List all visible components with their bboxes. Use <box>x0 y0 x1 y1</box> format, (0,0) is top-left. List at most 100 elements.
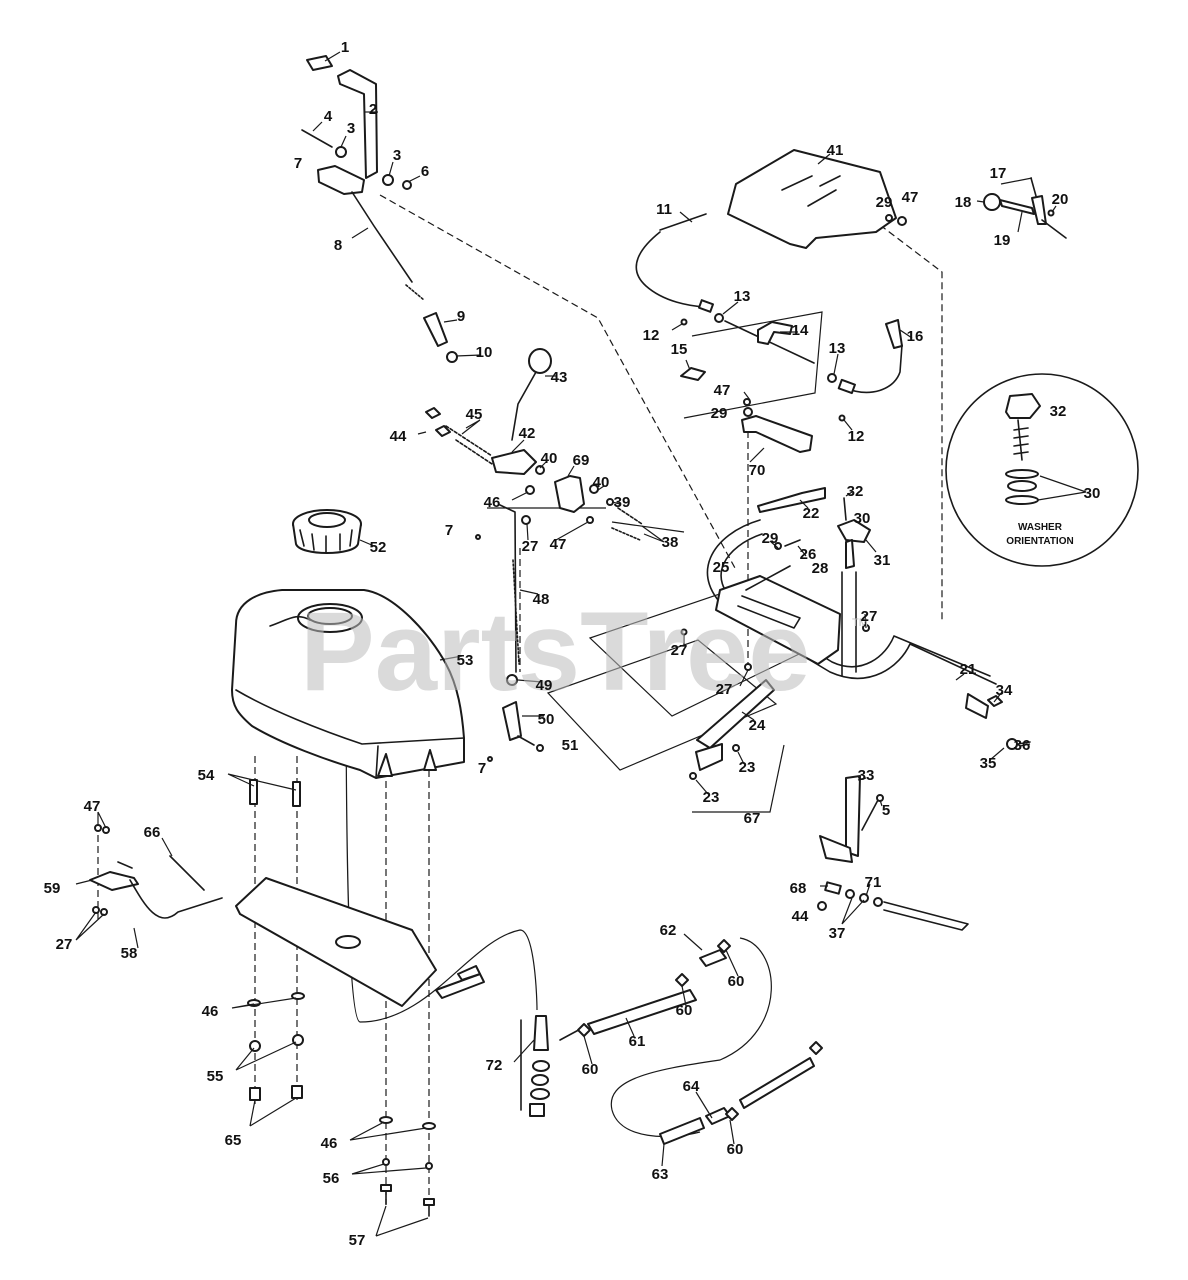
callout-54: 54 <box>198 767 215 784</box>
callout-5: 5 <box>882 802 890 819</box>
callout-4: 4 <box>324 108 333 125</box>
callout-6: 6 <box>421 163 429 180</box>
callout-58: 58 <box>121 945 138 962</box>
callout-46: 46 <box>321 1135 338 1152</box>
callout-30: 30 <box>1084 485 1101 502</box>
callout-60: 60 <box>582 1061 599 1078</box>
callout-11: 11 <box>656 201 672 218</box>
callout-17: 17 <box>990 165 1007 182</box>
callout-27: 27 <box>522 538 539 555</box>
callout-67: 67 <box>744 810 761 827</box>
callout-1: 1 <box>341 39 349 56</box>
callout-53: 53 <box>457 652 474 669</box>
callout-25: 25 <box>713 559 730 576</box>
callout-48: 48 <box>533 591 550 608</box>
callout-47: 47 <box>550 536 567 553</box>
part-shapes <box>89 55 1139 1217</box>
callout-18: 18 <box>955 194 972 211</box>
callout-20: 20 <box>1052 191 1069 208</box>
callout-31: 31 <box>874 552 891 569</box>
callout-7: 7 <box>294 155 302 172</box>
guide-lines <box>345 311 834 1138</box>
callout-65: 65 <box>225 1132 242 1149</box>
callout-22: 22 <box>803 505 820 522</box>
callout-32: 32 <box>1050 403 1067 420</box>
callout-47: 47 <box>714 382 731 399</box>
callout-60: 60 <box>676 1002 693 1019</box>
callout-21: 21 <box>960 661 977 678</box>
watermark-trademark: TM <box>852 617 868 629</box>
callout-3: 3 <box>393 147 401 164</box>
callout-44: 44 <box>792 908 809 925</box>
callout-66: 66 <box>144 824 161 841</box>
callout-37: 37 <box>829 925 846 942</box>
callout-27: 27 <box>861 608 878 625</box>
inset-caption-line-2: ORIENTATION <box>1006 536 1073 547</box>
callout-23: 23 <box>739 759 756 776</box>
callout-60: 60 <box>727 1141 744 1158</box>
callout-68: 68 <box>790 880 807 897</box>
callout-69: 69 <box>573 452 590 469</box>
callout-15: 15 <box>671 341 688 358</box>
callout-36: 36 <box>1014 737 1031 754</box>
callout-24: 24 <box>749 717 766 734</box>
callout-72: 72 <box>486 1057 503 1074</box>
callout-44: 44 <box>390 428 407 445</box>
callout-52: 52 <box>370 539 387 556</box>
callout-46: 46 <box>202 1003 219 1020</box>
callout-33: 33 <box>858 767 875 784</box>
callout-56: 56 <box>323 1170 340 1187</box>
callout-12: 12 <box>643 327 660 344</box>
callout-43: 43 <box>551 369 568 386</box>
callout-leaders <box>75 51 1087 1237</box>
callout-13: 13 <box>734 288 751 305</box>
callout-49: 49 <box>536 677 553 694</box>
callout-50: 50 <box>538 711 555 728</box>
callout-41: 41 <box>827 142 844 159</box>
callout-39: 39 <box>614 494 631 511</box>
callout-64: 64 <box>683 1078 700 1095</box>
callout-63: 63 <box>652 1166 669 1183</box>
callout-16: 16 <box>907 328 924 345</box>
callout-19: 19 <box>994 232 1011 249</box>
callout-27: 27 <box>56 936 73 953</box>
callout-23: 23 <box>703 789 720 806</box>
callout-9: 9 <box>457 308 465 325</box>
callout-34: 34 <box>996 682 1013 699</box>
callout-3: 3 <box>347 120 355 137</box>
callout-42: 42 <box>519 425 536 442</box>
callout-29: 29 <box>876 194 893 211</box>
callout-26: 26 <box>800 546 817 563</box>
callout-14: 14 <box>792 322 809 339</box>
callout-29: 29 <box>711 405 728 422</box>
callout-35: 35 <box>980 755 997 772</box>
callout-32: 32 <box>847 483 864 500</box>
callout-46: 46 <box>484 494 501 511</box>
callout-47: 47 <box>84 798 101 815</box>
inset-caption-line-1: WASHER <box>1018 522 1063 533</box>
callout-28: 28 <box>812 560 829 577</box>
callout-40: 40 <box>593 474 610 491</box>
callout-70: 70 <box>749 462 766 479</box>
callout-51: 51 <box>562 737 579 754</box>
callout-47: 47 <box>902 189 919 206</box>
callout-29: 29 <box>762 530 779 547</box>
callout-38: 38 <box>662 534 679 551</box>
callout-10: 10 <box>476 344 493 361</box>
callout-57: 57 <box>349 1232 366 1249</box>
callout-27: 27 <box>671 642 688 659</box>
callout-7: 7 <box>478 760 486 777</box>
callout-59: 59 <box>44 880 61 897</box>
callout-7: 7 <box>445 522 453 539</box>
callout-62: 62 <box>660 922 677 939</box>
callout-61: 61 <box>629 1033 646 1050</box>
callout-2: 2 <box>369 101 377 118</box>
callout-8: 8 <box>334 237 342 254</box>
callout-45: 45 <box>466 406 483 423</box>
callout-60: 60 <box>728 973 745 990</box>
callout-55: 55 <box>207 1068 224 1085</box>
callout-27: 27 <box>716 681 733 698</box>
callout-12: 12 <box>848 428 865 445</box>
